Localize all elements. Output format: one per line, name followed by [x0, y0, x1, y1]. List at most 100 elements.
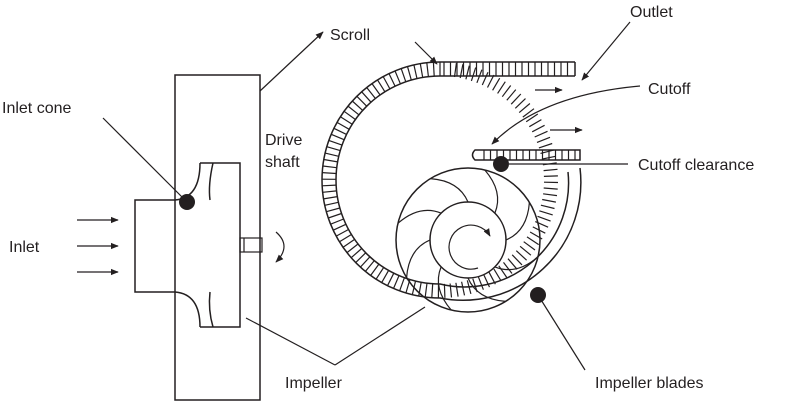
- scroll-hatch-line: [419, 63, 424, 78]
- scroll-hatch-line: [400, 68, 407, 82]
- scroll-hatch-line: [333, 127, 347, 135]
- scroll-hatch-line: [481, 71, 489, 86]
- scroll-hatch-line: [538, 142, 553, 149]
- label-impeller-blades: Impeller blades: [595, 375, 704, 392]
- scroll-hatch-line: [543, 175, 558, 177]
- scroll-hatch-line: [539, 210, 553, 216]
- scroll-hatch-line: [394, 70, 401, 85]
- scroll-hatch-line: [455, 282, 459, 297]
- scroll-hatch-line: [406, 66, 412, 81]
- scroll-hatch-line: [340, 116, 353, 125]
- inlet-cone-leader: [102, 117, 188, 203]
- scroll-hatch-line: [506, 89, 517, 101]
- scroll-hatch-line: [347, 105, 360, 116]
- scroll-hatch-line: [543, 187, 558, 190]
- label-cutoff-clearance: Cutoff clearance: [638, 157, 754, 174]
- scroll-hatch-line: [507, 258, 518, 270]
- scroll-leader: [259, 31, 324, 92]
- scroll-hatch-line: [518, 103, 531, 114]
- inlet-duct: [134, 199, 175, 293]
- impeller-blade: [430, 178, 469, 203]
- scroll-hatch-line: [323, 158, 338, 163]
- impeller-blade: [437, 266, 452, 311]
- scroll-hatch-line: [346, 243, 359, 254]
- cutoff-leader: [491, 85, 641, 145]
- scroll-hatch-line: [424, 283, 428, 298]
- scroll-hatch-line: [476, 69, 483, 84]
- scroll-hatch-line: [376, 79, 386, 93]
- scroll-hatch-line: [536, 136, 551, 143]
- scroll-hatch-line: [324, 152, 339, 157]
- scroll-hatch-line: [543, 193, 558, 197]
- label-scroll: Scroll: [330, 27, 370, 44]
- outlet-leader: [581, 21, 631, 81]
- scroll-hatch-line: [392, 275, 400, 289]
- label-drive-shaft-2: shaft: [265, 154, 300, 171]
- scroll-hatch-line: [335, 228, 349, 237]
- impeller-outer: [395, 167, 541, 313]
- cutoff-clearance-marker: [493, 156, 509, 172]
- scroll-hatch-line: [328, 212, 342, 219]
- impeller-cavity: [200, 162, 241, 328]
- scroll-hatch-line: [488, 271, 496, 285]
- label-outlet: Outlet: [630, 4, 673, 21]
- scroll-hatch-line: [443, 283, 446, 298]
- scroll-hatch-line: [514, 98, 526, 109]
- scroll-hatch-line: [461, 281, 466, 296]
- scroll-hatch-line: [526, 236, 540, 246]
- scroll-hatch-line: [503, 262, 513, 274]
- scroll-hatch-line: [511, 254, 523, 266]
- scroll-hatch-line: [515, 250, 528, 261]
- scroll-hatch-line: [386, 272, 395, 286]
- scroll-hatch-line: [359, 256, 371, 268]
- cone-curve-top: [208, 162, 214, 201]
- scroll-hatch-line: [501, 85, 512, 98]
- impeller-blade: [505, 202, 530, 241]
- scroll-hatch-line: [322, 184, 337, 187]
- impeller-blade: [406, 239, 431, 278]
- scroll-casing-outer: [321, 61, 582, 301]
- scroll-hatch-line: [326, 207, 340, 213]
- impeller-blade: [484, 169, 499, 214]
- scroll-hatch-line: [336, 121, 350, 130]
- scroll-hatch-line: [343, 110, 356, 120]
- scroll-hatch-line: [519, 245, 532, 256]
- scroll-hatch-line: [324, 201, 339, 206]
- scroll-hatch-line: [330, 133, 345, 141]
- impeller-blade: [467, 277, 506, 302]
- scroll-hatch-line: [431, 283, 434, 298]
- scroll-hatch-line: [525, 113, 539, 123]
- scroll-hatch-line: [543, 168, 558, 172]
- scroll-hatch-line: [326, 146, 341, 152]
- scroll-hatch-line: [370, 263, 380, 276]
- scroll-hatch-line: [483, 274, 491, 288]
- scroll-hatch-line: [356, 95, 368, 107]
- scroll-hatch-line: [540, 204, 555, 210]
- scroll-hatch-line: [510, 93, 522, 105]
- scroll-hatch-line: [381, 270, 390, 283]
- scroll-hatch-line: [528, 119, 542, 128]
- scroll-hatch-line: [323, 196, 338, 200]
- impeller-leader-2: [334, 306, 426, 366]
- scroll-hatch-line: [350, 248, 363, 259]
- label-impeller: Impeller: [285, 375, 343, 392]
- scroll-hatch-line: [498, 265, 508, 278]
- scroll-hatch-line: [470, 67, 477, 82]
- front-view: [245, 21, 641, 371]
- scroll-hatch-line: [322, 172, 337, 175]
- drive-shaft: [239, 237, 263, 253]
- impeller-hub: [429, 201, 507, 279]
- impeller-blade: [397, 209, 442, 224]
- label-drive-shaft-1: Drive: [265, 132, 302, 149]
- scroll-hatch-line: [477, 276, 484, 290]
- scroll-hatch-line: [355, 252, 367, 264]
- cutoff-lip: [471, 149, 581, 161]
- scroll-hatch-line: [364, 260, 375, 272]
- scroll-hatch-line: [382, 76, 391, 90]
- scroll-hatch-line: [361, 91, 372, 103]
- impeller-leader-1: [245, 317, 336, 366]
- scroll-hatch-line: [351, 100, 364, 111]
- scroll-flow-arrow: [414, 41, 438, 65]
- scroll-hatch-line: [486, 74, 495, 88]
- cone-curve-bottom: [208, 291, 214, 328]
